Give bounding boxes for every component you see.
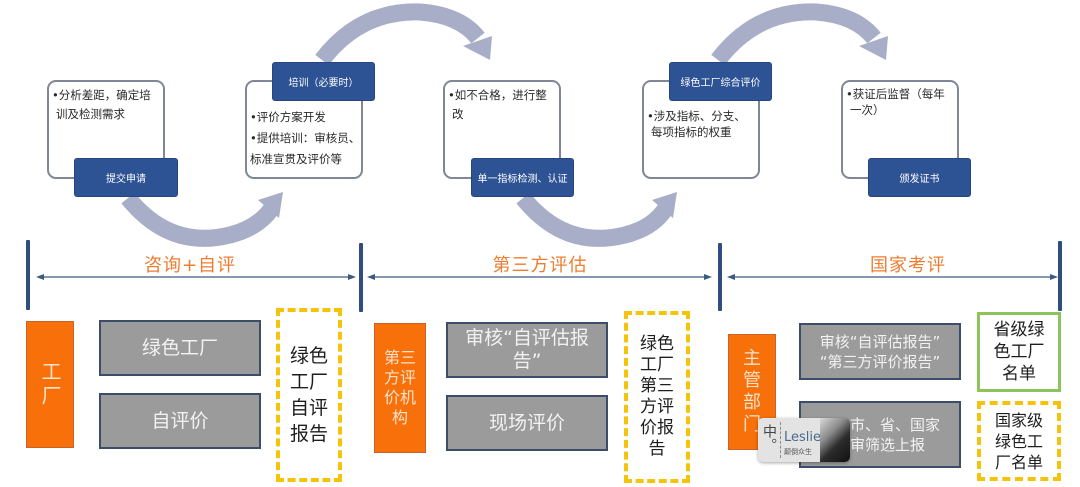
- curved-arrow-4-icon: [711, 3, 888, 66]
- phase-divider-2: [718, 243, 722, 311]
- step-4-bullets: •涉及指标、分支、 每项指标的权重: [647, 108, 746, 140]
- activity-text: 自评价: [151, 409, 209, 432]
- curved-arrow-1-icon: [121, 192, 283, 247]
- actor-factory: 工厂: [26, 321, 74, 448]
- step-1-bullet-line: •分析差距，确定培: [52, 88, 151, 102]
- step-1-bullet-line: 训及检测需求: [56, 107, 125, 121]
- step-5-bullet-line: •获证后监督（每年: [846, 87, 945, 101]
- curved-arrow-3-icon: [516, 192, 677, 247]
- step-2-label: 培训（必要时）: [272, 62, 375, 101]
- output-text: 绿色 工厂 第三 方评 价报 告: [640, 334, 674, 459]
- output-national-list: 国家级 绿色工 厂名单: [977, 401, 1061, 481]
- output-text: 绿色 工厂 自评 报告: [289, 345, 328, 445]
- output-third-party-report: 绿色 工厂 第三 方评 价报 告: [624, 311, 690, 483]
- step-2-bullets: •评价方案开发 •提供培训：审核员、 标准宣贯及评价等: [250, 107, 360, 170]
- watermark-divider: [780, 422, 781, 458]
- actor-third-party: 第三方评价机构: [374, 323, 426, 453]
- curved-arrow-2-icon: [315, 3, 492, 66]
- watermark-name: Leslie: [784, 430, 822, 445]
- phase-divider-left: [26, 240, 30, 310]
- step-2-bullet-line: •评价方案开发: [250, 110, 326, 124]
- activity-review-reports: 审核“自评估报告” “第三方评价报告”: [799, 323, 961, 380]
- output-text: 国家级 绿色工 厂名单: [994, 410, 1043, 472]
- step-4-bullet-line: 每项指标的权重: [651, 125, 732, 139]
- phase-divider-right: [1058, 241, 1062, 311]
- actor-third-party-text: 第三方评价机构: [383, 348, 416, 427]
- activity-text: 现场评价: [488, 411, 565, 434]
- phase-3-title: 国家考评: [870, 255, 946, 276]
- activity-onsite-evaluation: 现场评价: [446, 395, 608, 451]
- phase-1-title: 咨询+自评: [143, 255, 237, 276]
- output-self-evaluation-report: 绿色 工厂 自评 报告: [276, 308, 342, 482]
- phase-2-title: 第三方评估: [492, 255, 588, 276]
- actor-factory-text: 工厂: [38, 360, 62, 409]
- activity-review-self-report: 审核“自评估报告”: [446, 322, 608, 378]
- step-2-bullet-line: •提供培训：审核员、: [250, 131, 361, 145]
- output-text: 省级绿 色工厂 名单: [993, 320, 1045, 384]
- activity-self-evaluation: 自评价: [99, 393, 261, 449]
- step-3-bullet-line: •如不合格，进行整: [448, 88, 547, 102]
- activity-green-factory: 绿色工厂: [99, 320, 261, 376]
- actor-authority-text: 主管部门: [743, 348, 761, 435]
- step-4-label: 绿色工厂综合评价: [669, 62, 772, 101]
- step-1-bullets: •分析差距，确定培 训及检测需求: [52, 86, 151, 124]
- step-1-label: 提交申请: [74, 158, 178, 197]
- step-5-bullets: •获证后监督（每年 一次）: [846, 86, 945, 118]
- step-4-bullet-line: •涉及指标、分支、: [647, 109, 746, 123]
- step-3-bullets: •如不合格，进行整 改: [448, 86, 547, 124]
- step-3-label: 单一指标检测、认证: [471, 158, 574, 197]
- step-5-bullet-line: 一次）: [850, 103, 885, 117]
- step-5-label: 颁发证书: [868, 158, 971, 197]
- output-provincial-list: 省级绿 色工厂 名单: [977, 312, 1061, 392]
- activity-text: 审核“自评估报告”: [465, 327, 589, 372]
- watermark-logo-icon: 中。: [761, 424, 777, 452]
- step-3-bullet-line: 改: [452, 107, 464, 121]
- watermark-badge: 中。 Leslie 颠倒众生: [758, 418, 850, 462]
- activity-text: 绿色工厂: [141, 336, 218, 359]
- activity-text: 审核“自评估报告” “第三方评价报告”: [819, 332, 941, 371]
- watermark-avatar: [820, 418, 850, 462]
- phase-divider-1: [359, 243, 363, 312]
- step-2-bullet-line: 标准宣贯及评价等: [250, 152, 342, 166]
- watermark-subtitle: 颠倒众生: [784, 448, 812, 456]
